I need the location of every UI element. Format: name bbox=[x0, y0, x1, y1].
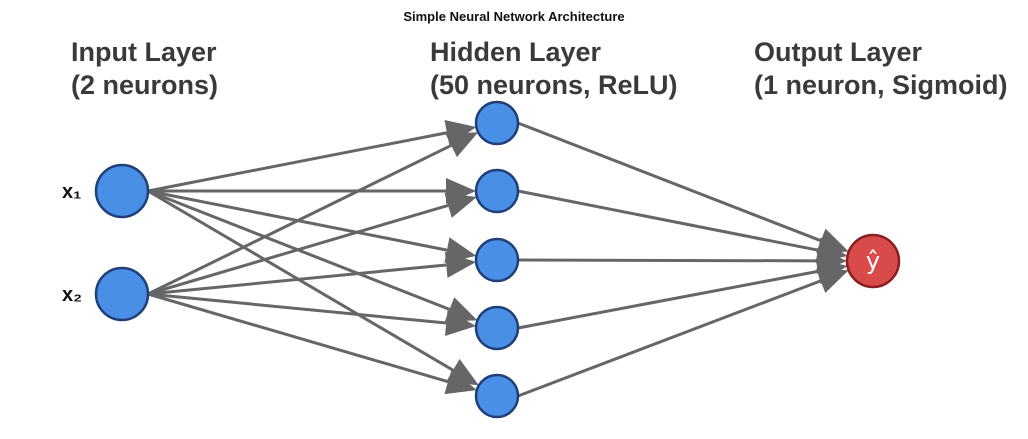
connections bbox=[147, 119, 849, 398]
hidden-neuron-2 bbox=[474, 168, 520, 214]
edge-hidden5-output bbox=[517, 279, 822, 398]
hidden-neuron-3 bbox=[474, 237, 520, 283]
output-layer-title: Output Layer bbox=[754, 37, 923, 67]
input-neuron-2 bbox=[94, 266, 150, 322]
output-neuron bbox=[845, 233, 901, 289]
output-layer-subtitle: (1 neuron, Sigmoid) bbox=[754, 70, 1008, 100]
hidden-neuron-1 bbox=[474, 100, 520, 146]
hidden-neuron-5 bbox=[474, 373, 520, 419]
hidden-layer-title: Hidden Layer bbox=[430, 37, 602, 67]
edge-input2-hidden3-arrowhead bbox=[444, 252, 477, 278]
edge-input2-hidden5-arrowhead bbox=[444, 369, 477, 395]
edge-input2-hidden4 bbox=[147, 292, 447, 325]
input-layer-subtitle: (2 neurons) bbox=[71, 70, 219, 100]
edge-input2-hidden1-arrowhead bbox=[445, 132, 479, 158]
hidden-neuron-4 bbox=[474, 305, 520, 351]
hidden-layer-subtitle: (50 neurons, ReLU) bbox=[430, 70, 678, 100]
input-neuron-1 bbox=[94, 163, 150, 219]
neurons: ŷ bbox=[94, 100, 901, 419]
output-layer-label: Output Layer (1 neuron, Sigmoid) bbox=[754, 36, 1008, 102]
edge-input2-hidden1 bbox=[147, 144, 452, 296]
input-label-x1: x₁ bbox=[62, 181, 82, 203]
hidden-layer-label: Hidden Layer (50 neurons, ReLU) bbox=[430, 36, 678, 102]
edge-input2-hidden3 bbox=[147, 263, 447, 296]
output-symbol: ŷ bbox=[866, 247, 880, 275]
diagram-title: Simple Neural Network Architecture bbox=[403, 9, 625, 24]
edge-input2-hidden4-arrowhead bbox=[444, 310, 477, 336]
edge-hidden3-output bbox=[517, 258, 818, 263]
edge-input1-hidden1 bbox=[147, 131, 448, 193]
edge-input2-hidden5 bbox=[147, 292, 449, 384]
edge-hidden5-output-arrowhead bbox=[816, 268, 849, 294]
input-layer-title: Input Layer bbox=[71, 37, 217, 67]
edge-input2-hidden2 bbox=[147, 203, 449, 296]
edge-hidden1-output bbox=[517, 121, 822, 243]
edge-hidden4-output bbox=[517, 269, 819, 330]
edge-hidden2-output bbox=[517, 189, 819, 252]
input-layer-label: Input Layer (2 neurons) bbox=[71, 36, 218, 102]
input-label-x2: x₂ bbox=[62, 284, 83, 306]
edge-input2-hidden2-arrowhead bbox=[444, 192, 477, 218]
